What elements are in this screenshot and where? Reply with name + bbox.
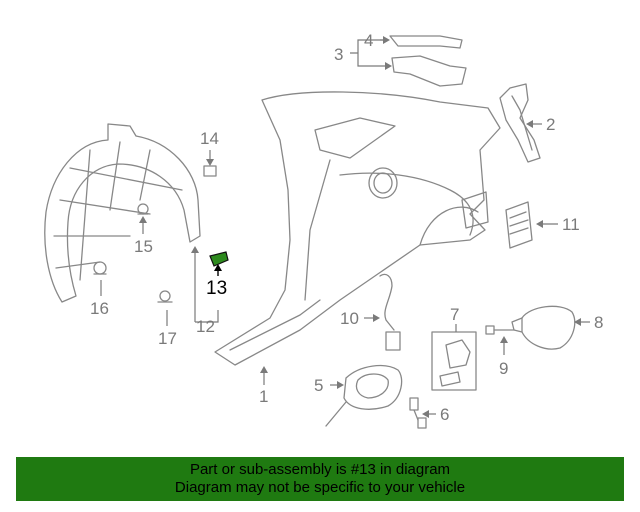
callout-3: 3 (334, 45, 343, 64)
fastener-16-part (93, 261, 107, 275)
reinforcement-part (389, 35, 467, 87)
callout-9: 9 (499, 359, 508, 378)
parts-diagram: 1 2 3 4 5 6 7 8 9 10 11 12 13 14 15 16 1… (44, 31, 603, 429)
callout-2: 2 (546, 115, 555, 134)
fuel-housing-part (325, 364, 403, 427)
callout-17: 17 (158, 329, 177, 348)
callout-11: 11 (562, 215, 580, 234)
callout-10: 10 (340, 309, 359, 328)
callout-13-highlighted: 13 (206, 278, 227, 299)
callout-1: 1 (259, 387, 268, 406)
connector-part (409, 397, 427, 429)
bracket-part (499, 83, 541, 163)
callout-labels: 1 2 3 4 5 6 7 8 9 10 11 12 13 14 15 16 1… (90, 31, 603, 424)
clip-part-highlighted (209, 251, 229, 267)
bolt-part (485, 325, 515, 335)
callout-14: 14 (200, 129, 219, 148)
callout-15: 15 (134, 237, 153, 256)
callout-5: 5 (314, 376, 323, 395)
module-part (505, 201, 533, 249)
fastener-14-part (203, 165, 217, 177)
cable-part (379, 273, 401, 351)
kit-part (431, 331, 477, 391)
callout-12: 12 (196, 317, 215, 336)
fastener-15-part (137, 203, 149, 215)
callout-16: 16 (90, 299, 109, 318)
callout-8: 8 (594, 313, 603, 332)
callout-4: 4 (364, 31, 373, 50)
info-banner: Part or sub-assembly is #13 in diagram D… (16, 457, 624, 501)
fuel-door-part (511, 305, 576, 350)
fastener-17-part (157, 290, 173, 303)
callout-7: 7 (450, 305, 459, 324)
banner-line-2: Diagram may not be specific to your vehi… (174, 479, 466, 496)
leader-lines (100, 36, 590, 418)
banner-line-1: Part or sub-assembly is #13 in diagram (189, 461, 451, 478)
quarter-panel-part (214, 91, 501, 366)
fender-liner-part (44, 123, 201, 303)
callout-6: 6 (440, 405, 449, 424)
